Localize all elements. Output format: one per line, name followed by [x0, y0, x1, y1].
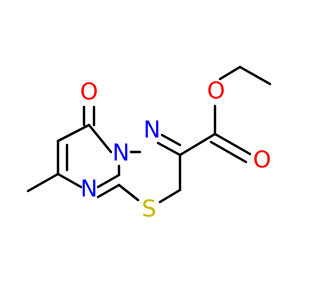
bond-c5-methyl [26, 172, 60, 193]
atom-nitrogen-imine: N [143, 118, 160, 144]
bond-ester-c-o-double-a [213, 132, 252, 156]
atom-ester-ether-oxygen: O [207, 79, 225, 105]
bond-ch2-s [158, 188, 182, 204]
bond-nimine-c3-b [156, 141, 182, 157]
bond-nimine-c3-a [160, 133, 182, 147]
atom-ester-carbonyl-oxygen: O [253, 148, 271, 174]
bond-c7-c6 [56, 123, 91, 143]
bond-o-ethyl-ch2 [218, 65, 242, 81]
bond-nbridge-c7 [87, 123, 113, 154]
structure-svg: O N N N S O O [26, 65, 272, 223]
molecule-diagram: O N N N S O O [26, 65, 272, 223]
bond-n1-c4a-a [96, 173, 121, 189]
bond-layer [26, 65, 272, 204]
bond-n1-c4a-b [96, 183, 121, 199]
atom-sulfur: S [142, 197, 157, 223]
bond-ethyl-ch2-ch3 [238, 65, 272, 86]
atom-nitrogen-pyrimidine: N [80, 177, 97, 203]
atom-carbonyl-oxygen: O [80, 80, 98, 106]
bond-ester-c-o-double-b [209, 140, 248, 164]
bond-c3-ester-c [178, 132, 217, 157]
atom-label-layer: O N N N S O O [80, 79, 271, 223]
bond-c5-n1 [56, 172, 83, 189]
atom-nitrogen-bridge: N [112, 141, 129, 167]
bond-s-c4a [117, 183, 140, 202]
